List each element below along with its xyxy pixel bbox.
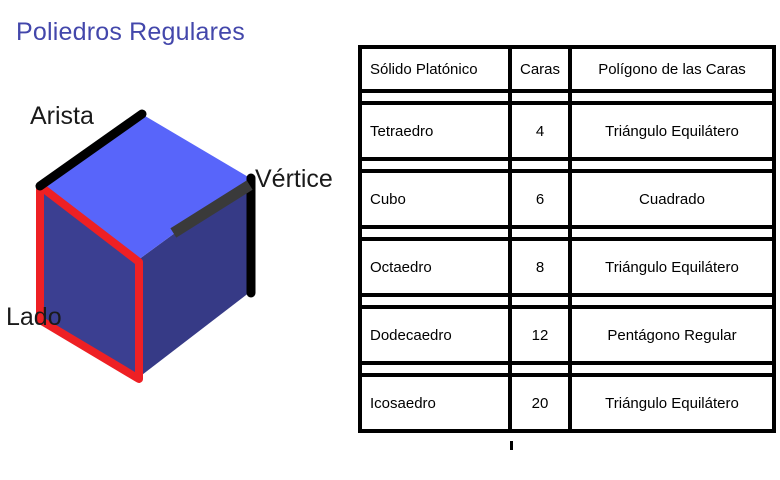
- cell-face-polygon: Triángulo Equilátero: [568, 101, 776, 161]
- column-header-polygon: Polígono de las Caras: [568, 45, 776, 93]
- table-spacer-cell: [508, 361, 572, 377]
- table-spacer-cell: [568, 157, 776, 173]
- cell-face-polygon: Cuadrado: [568, 169, 776, 229]
- cell-face-count: 6: [508, 169, 572, 229]
- table-spacer-row: [358, 225, 776, 241]
- table-spacer-row: [358, 361, 776, 377]
- cell-face-count: 8: [508, 237, 572, 297]
- column-header-faces: Caras: [508, 45, 572, 93]
- vertex-pointer-bar: [170, 180, 253, 238]
- table-bottom-tick: [510, 441, 513, 450]
- cell-face-polygon: Triángulo Equilátero: [568, 373, 776, 433]
- table-spacer-cell: [358, 225, 512, 241]
- cube-diagram: Arista Vértice Lado: [0, 90, 360, 390]
- cell-face-count: 12: [508, 305, 572, 365]
- cell-face-polygon: Triángulo Equilátero: [568, 237, 776, 297]
- table-spacer-row: [358, 293, 776, 309]
- cell-solid-name: Icosaedro: [358, 373, 512, 433]
- cell-solid-name: Cubo: [358, 169, 512, 229]
- table-spacer-cell: [358, 89, 512, 105]
- diagram-label-vertice: Vértice: [255, 165, 333, 193]
- table-spacer-cell: [358, 361, 512, 377]
- table-spacer-cell: [568, 293, 776, 309]
- cell-face-polygon: Pentágono Regular: [568, 305, 776, 365]
- diagram-label-lado: Lado: [6, 303, 62, 331]
- table-spacer-cell: [358, 157, 512, 173]
- column-header-solid: Sólido Platónico: [358, 45, 512, 93]
- diagram-label-arista: Arista: [30, 102, 94, 130]
- edge-highlight-arista: [35, 109, 147, 191]
- table-spacer-cell: [568, 89, 776, 105]
- cell-solid-name: Dodecaedro: [358, 305, 512, 365]
- cell-face-count: 20: [508, 373, 572, 433]
- cube-illustration: [35, 109, 256, 383]
- table-spacer-cell: [508, 157, 572, 173]
- table-spacer-row: [358, 89, 776, 105]
- table-spacer-row: [358, 157, 776, 173]
- side-highlight-outline: [36, 182, 143, 383]
- cell-solid-name: Tetraedro: [358, 101, 512, 161]
- table-spacer-cell: [508, 225, 572, 241]
- cell-solid-name: Octaedro: [358, 237, 512, 297]
- table-spacer-cell: [358, 293, 512, 309]
- page-title: Poliedros Regulares: [16, 18, 245, 46]
- table-spacer-cell: [568, 361, 776, 377]
- table-spacer-cell: [568, 225, 776, 241]
- cube-right-face: [138, 178, 250, 378]
- table-spacer-cell: [508, 89, 572, 105]
- table-spacer-cell: [508, 293, 572, 309]
- cell-face-count: 4: [508, 101, 572, 161]
